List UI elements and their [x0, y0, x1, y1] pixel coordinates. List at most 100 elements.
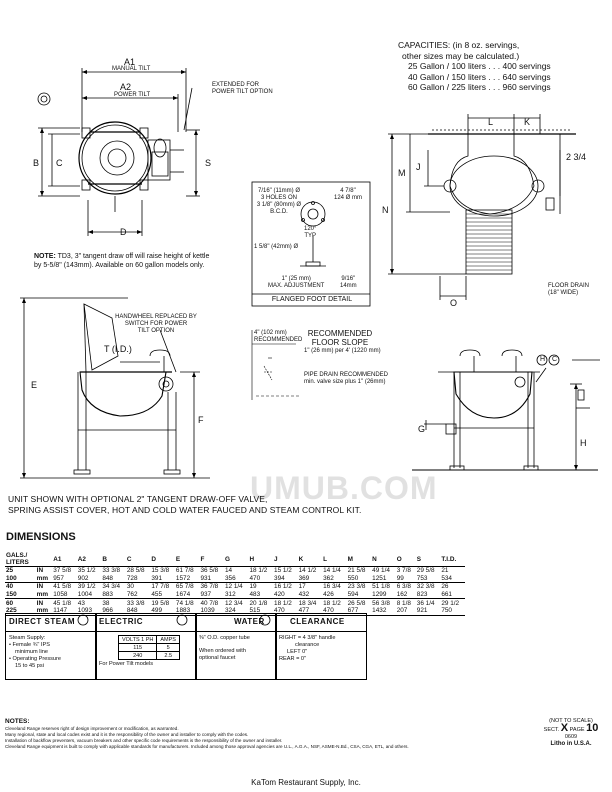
dim-h-label: H	[580, 438, 587, 448]
electric-head-volts: VOLTS 1 PH	[117, 635, 158, 644]
steam-line: • Female ¾" IPS	[9, 642, 50, 648]
right-view-drawing	[388, 114, 576, 300]
foot-height-in: 9/16"	[341, 276, 356, 282]
table-cell: 848	[101, 574, 126, 584]
table-cell: mm	[35, 574, 53, 584]
steam-line: • Operating Pressure	[9, 656, 62, 662]
header-col: N	[371, 552, 396, 567]
dim-c-label: C	[56, 158, 63, 168]
dim-b-label: B	[33, 158, 40, 168]
table-cell: 19 5/8	[151, 599, 170, 607]
floor-slope-drawing	[251, 330, 300, 400]
table-cell: 391	[150, 574, 175, 584]
clearance-title: CLEARANCE	[276, 614, 366, 632]
table-cell: 470	[248, 574, 274, 584]
section-page-line: SECT. X PAGE 10	[534, 723, 608, 734]
header-col: E	[174, 552, 200, 567]
foot-angle-value: 120°	[304, 226, 317, 232]
table-cell: 477	[297, 606, 323, 616]
table-cell: 534	[440, 574, 465, 584]
capacities-block: CAPACITIES: (in 8 oz. servings, other si…	[398, 40, 594, 93]
table-cell: mm	[35, 590, 53, 600]
table-cell: 29 1/2	[441, 599, 460, 607]
foot-holes-count: 3 HOLES ON	[260, 195, 297, 201]
dim-d-label: D	[120, 227, 127, 237]
table-cell: 12 3/4	[224, 599, 243, 607]
table-cell: 594	[346, 590, 372, 600]
pipe-drain-size: min. valve size plus 1" (26mm)	[304, 379, 386, 385]
slope-clearance-value: 4" (102 mm)	[254, 330, 287, 336]
caption-line-1: UNIT SHOWN WITH OPTIONAL 2" TANGENT DRAW…	[8, 494, 268, 504]
table-cell: 18 1/2	[249, 567, 268, 575]
table-cell: 37 5/8	[53, 567, 72, 575]
table-cell: 432	[297, 590, 323, 600]
notes-line: Installation of backflow preventers, vac…	[5, 738, 283, 743]
foot-diameter: 4 7/8" 124 Ø mm	[334, 188, 362, 202]
handwheel-note: HANDWHEEL REPLACED BY SWITCH FOR POWER T…	[115, 314, 197, 334]
table-cell: 38	[102, 599, 110, 607]
table-cell: 36 1/4	[416, 599, 435, 607]
header-unit	[35, 552, 53, 567]
not-to-scale: (NOT TO SCALE)	[549, 718, 593, 724]
table-cell: 74 1/8	[175, 599, 194, 607]
clearance-line: LEFT 0"	[287, 649, 308, 655]
header-col: D	[150, 552, 175, 567]
table-cell: 728	[125, 574, 151, 584]
table-cell: 15 3/8	[151, 567, 170, 575]
notes-title: NOTES:	[5, 718, 30, 725]
table-cell: mm	[35, 606, 53, 616]
table-cell: 1251	[371, 574, 396, 584]
pipe-drain-title: PIPE DRAIN RECOMMENDED	[304, 372, 389, 378]
table-cell: 426	[322, 590, 347, 600]
flanged-foot-drawing	[251, 181, 371, 307]
header-col: C	[125, 552, 151, 567]
table-cell: 12 1/4	[224, 583, 243, 591]
table-cell: 60	[6, 599, 14, 607]
table-cell: 16 1/2	[274, 583, 292, 591]
floor-slope-title-2: FLOOR SLOPE	[311, 338, 369, 347]
header-col: T.I.D.	[440, 552, 465, 567]
table-cell: 99	[395, 574, 416, 584]
electric-title: ELECTRIC	[96, 614, 196, 632]
table-cell: 1883	[174, 606, 200, 616]
td3-note: NOTE: TD3, 3" tangent draw off will rais…	[34, 252, 214, 270]
table-cell: 1004	[76, 590, 102, 600]
dim-h-circle-label: H	[540, 356, 546, 363]
table-cell: 6 3/8	[396, 583, 411, 591]
header-col: A1	[52, 552, 77, 567]
steam-line: 15 to 45 psi	[15, 663, 44, 669]
table-cell: 30	[126, 583, 134, 591]
table-cell: 1147	[52, 606, 77, 616]
capacities-title: CAPACITIES: (in 8 oz. servings,	[398, 40, 520, 50]
extended-power-tilt-note: EXTENDED FOR POWER TILT OPTION	[212, 82, 273, 95]
foot-adjustment-label: MAX. ADJUSTMENT	[268, 283, 325, 289]
table-cell: 39 1/2	[77, 583, 96, 591]
table-cell: 65 7/8	[175, 583, 194, 591]
clearance-box: CLEARANCE RIGHT = 4 3/8" handle clearanc…	[275, 613, 367, 680]
floor-slope-ratio: 1" (26 mm) per 4' (1220 mm)	[304, 348, 381, 354]
table-cell: 28 5/8	[126, 567, 145, 575]
table-cell: 753	[415, 574, 441, 584]
table-cell: 17 7/8	[151, 583, 170, 591]
electric-amps: 2.5	[156, 651, 180, 660]
table-cell: 1093	[76, 606, 102, 616]
floor-drain-note: FLOOR DRAIN (18" WIDE)	[548, 283, 590, 296]
table-cell: 14 1/2	[298, 567, 317, 575]
table-cell: 49 1/4	[372, 567, 390, 575]
electric-volts: 115	[117, 643, 158, 652]
electric-note: For Power Tilt models	[99, 661, 154, 667]
dimensions-title: DIMENSIONS	[6, 531, 76, 543]
table-cell: 29 5/8	[416, 567, 435, 575]
table-cell: 312	[223, 590, 249, 600]
steam-box: DIRECT STEAM Steam Supply: • Female ¾" I…	[5, 613, 97, 680]
table-cell: 369	[297, 574, 323, 584]
header-col: G	[223, 552, 249, 567]
dim-k-label: K	[524, 117, 531, 127]
header-col: K	[297, 552, 323, 567]
table-cell: 100	[5, 574, 36, 584]
foot-height-mm: 14mm	[340, 283, 357, 289]
table-cell: 21	[441, 567, 449, 575]
header-col: J	[273, 552, 298, 567]
